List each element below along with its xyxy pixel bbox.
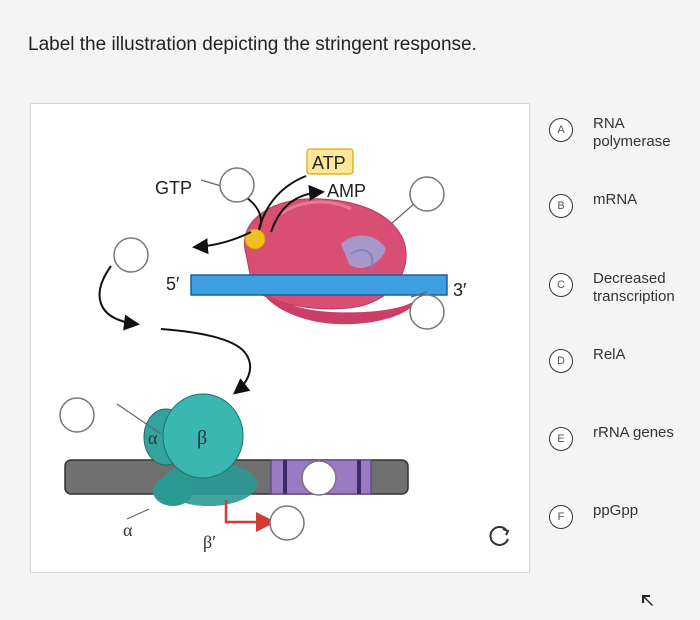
amp-label: AMP: [327, 181, 366, 201]
option-label-line1: RNA: [593, 115, 625, 132]
reset-icon[interactable]: [486, 522, 514, 550]
option-rrna-genes[interactable]: E rRNA genes: [545, 424, 695, 464]
option-rna-polymerase[interactable]: A RNA polymerase: [545, 115, 695, 155]
gtp-label: GTP: [155, 178, 192, 198]
ppgpp-out-arrow: [192, 231, 252, 255]
promoter-arrow: [224, 500, 276, 532]
option-letter-badge: D: [549, 349, 573, 373]
rna-polymerase: [143, 393, 257, 506]
option-label-line2: polymerase: [593, 133, 671, 150]
beta-prime-label: β′: [203, 532, 216, 552]
beta-label: β: [197, 427, 207, 449]
option-letter-badge: A: [549, 118, 573, 142]
alpha-label-1: α: [148, 428, 158, 448]
atp-box: [306, 148, 354, 175]
option-rela[interactable]: D RelA: [545, 346, 695, 386]
option-letter-badge: C: [549, 273, 573, 297]
option-letter-badge: F: [549, 505, 573, 529]
question-prompt: Label the illustration depicting the str…: [28, 34, 477, 55]
mrna-strand: [190, 274, 448, 296]
drop-target-7[interactable]: [269, 505, 305, 541]
option-letter-badge: B: [549, 194, 573, 218]
drop-target-4[interactable]: [409, 294, 445, 330]
option-mrna[interactable]: B mRNA: [545, 191, 695, 231]
drop-target-5[interactable]: [59, 397, 95, 433]
curve-arrow-down: [160, 328, 252, 395]
ppgpp-dot: [244, 228, 266, 250]
drop-target-6[interactable]: [301, 460, 337, 496]
mouse-cursor-icon: [640, 592, 656, 608]
option-label-line1: RelA: [593, 346, 626, 363]
option-label-line1: ppGpp: [593, 502, 639, 519]
drop-target-3[interactable]: [409, 176, 445, 212]
drop-target-1[interactable]: [219, 167, 255, 203]
amp-arrow: [270, 184, 325, 233]
option-label-line1: mRNA: [593, 191, 638, 208]
curve-arrow-left: [98, 265, 140, 331]
option-label-line1: Decreased: [593, 270, 666, 287]
atp-arrow: [258, 175, 307, 230]
option-label-line1: rRNA genes: [593, 424, 674, 441]
option-ppgpp[interactable]: F ppGpp: [545, 502, 695, 542]
alpha-label-2: α: [123, 520, 133, 540]
three-prime-label: 3′: [453, 280, 467, 300]
ribosome: [244, 198, 417, 325]
illustration-svg: GTP ATP AMP 5′ 3′ α β α β′: [59, 148, 467, 552]
drop-target-2[interactable]: [113, 237, 149, 273]
five-prime-label: 5′: [166, 274, 180, 294]
stringent-response-figure: GTP ATP AMP 5′ 3′ α β α β′: [30, 103, 530, 573]
option-decreased-transcription[interactable]: C Decreased transcription: [545, 270, 695, 310]
option-label-line2: transcription: [593, 288, 675, 305]
option-letter-badge: E: [549, 427, 573, 451]
atp-label: ATP: [312, 153, 346, 173]
